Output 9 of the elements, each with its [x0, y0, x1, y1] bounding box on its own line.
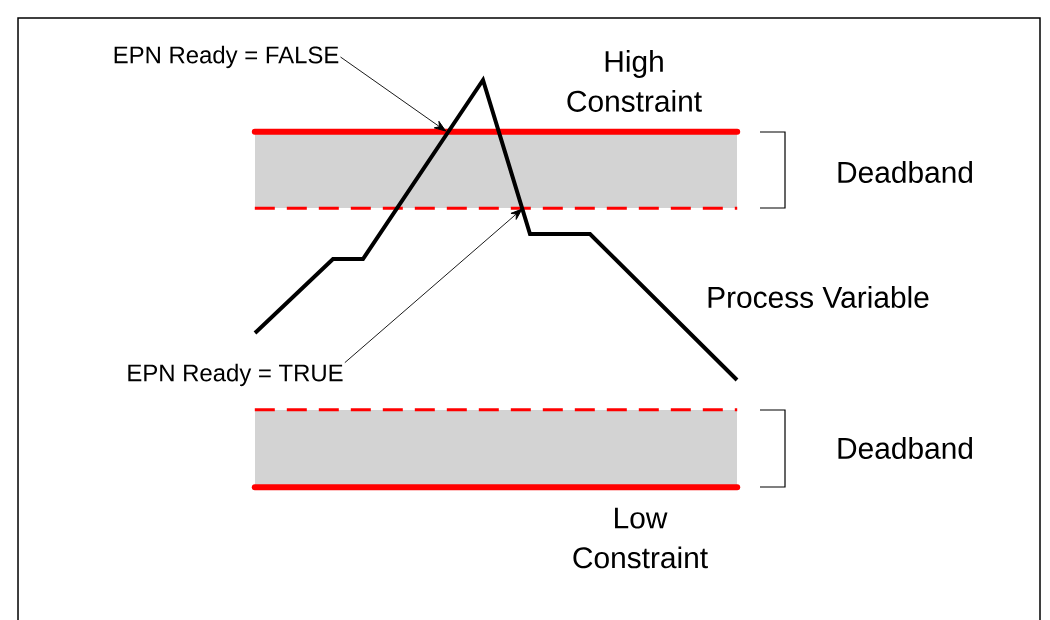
deadband-band — [251, 128, 741, 210]
label-text: Process Variable — [708, 286, 929, 308]
label-text: Deadband — [838, 161, 972, 183]
leader-line — [344, 208, 523, 364]
label-text: Deadband — [838, 437, 972, 459]
callout-text: EPN Ready = FALSE — [114, 45, 339, 69]
callout-text: EPN Ready = TRUE — [128, 363, 343, 387]
leader-line — [340, 56, 447, 132]
deadband-band — [251, 408, 741, 491]
